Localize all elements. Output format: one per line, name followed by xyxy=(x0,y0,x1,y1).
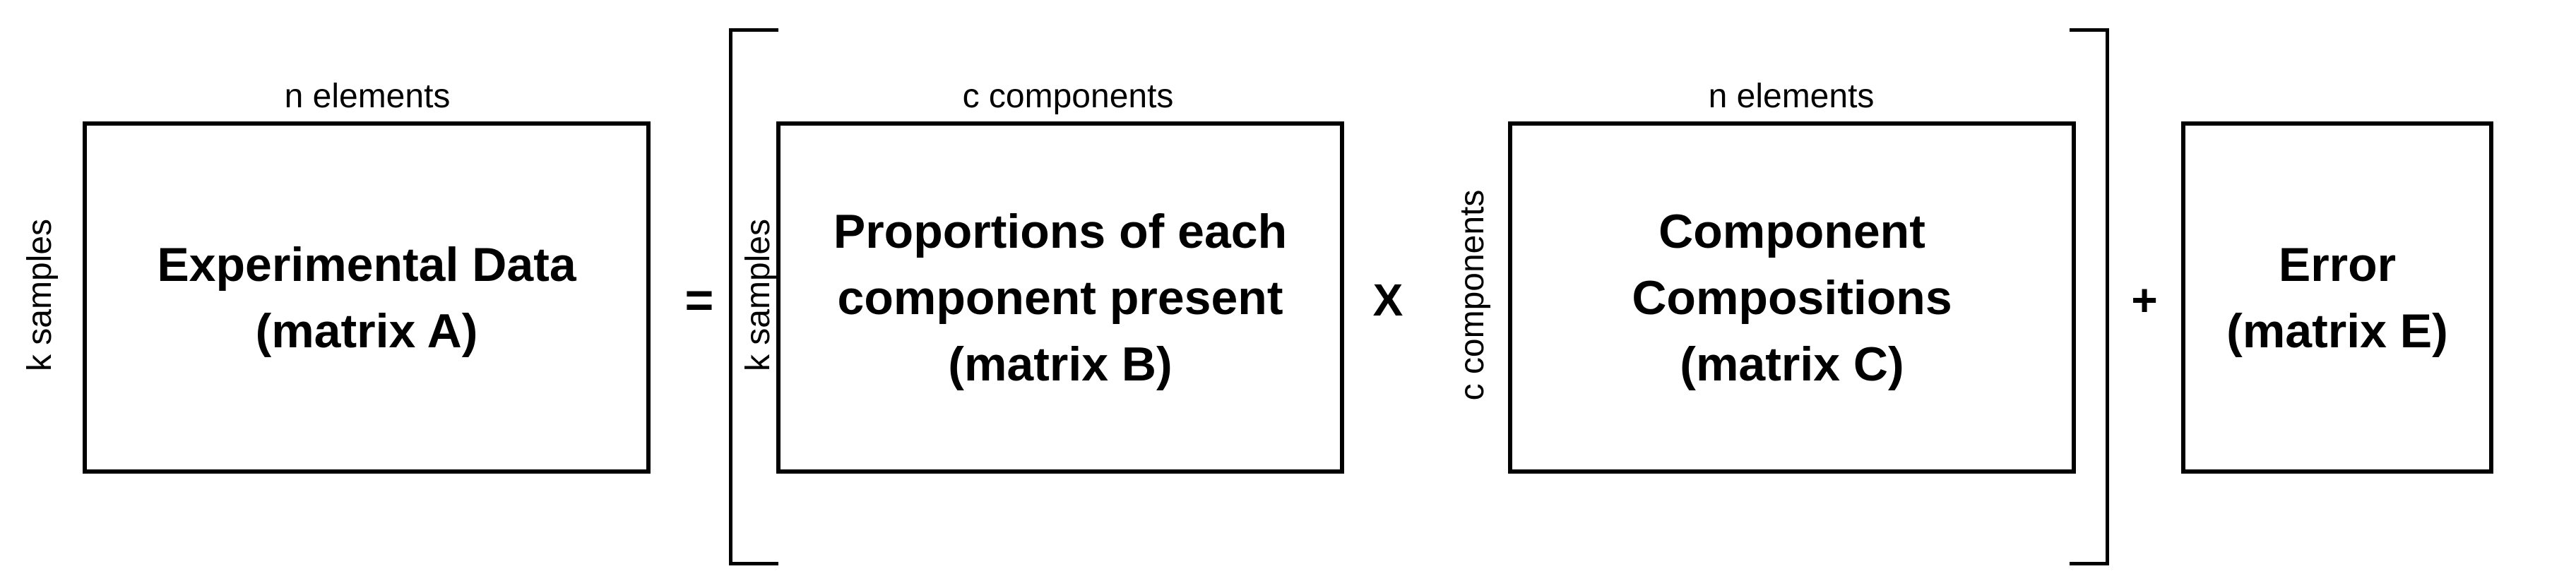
equals-operator: = xyxy=(684,272,714,328)
matrix-e-line-1: Error xyxy=(2278,237,2397,292)
matrix-b-box: Proportions of each component present (m… xyxy=(776,121,1344,474)
matrix-c-line-3: (matrix C) xyxy=(1680,337,1904,391)
matrix-a-box: Experimental Data (matrix A) xyxy=(83,121,651,474)
matrix-b-line-1: Proportions of each xyxy=(833,204,1288,258)
matrix-b-line-3: (matrix B) xyxy=(948,337,1173,391)
plus-operator: + xyxy=(2131,275,2158,325)
matrix-b-columns-label: c components xyxy=(962,78,1174,115)
matrix-a-text: Experimental Data (matrix A) xyxy=(157,232,576,364)
matrix-c-text: Component Compositions (matrix C) xyxy=(1632,198,1952,397)
multiply-operator: X xyxy=(1372,275,1403,325)
matrix-a-line-2: (matrix A) xyxy=(255,304,478,358)
matrix-a-rows-label: k samples xyxy=(21,218,59,372)
matrix-e-text: Error (matrix E) xyxy=(2226,232,2448,364)
right-bracket xyxy=(2070,28,2109,565)
matrix-e-box: Error (matrix E) xyxy=(2181,121,2493,474)
matrix-b-line-2: component present xyxy=(837,270,1283,325)
matrix-c-line-1: Component xyxy=(1658,204,1925,258)
matrix-a-columns-label: n elements xyxy=(284,78,451,115)
matrix-b-text: Proportions of each component present (m… xyxy=(833,198,1287,397)
matrix-c-rows-label: c components xyxy=(1454,189,1491,401)
left-bracket xyxy=(729,28,778,565)
matrix-c-columns-label: n elements xyxy=(1708,78,1875,115)
matrix-b-rows-label: k samples xyxy=(740,218,777,372)
matrix-c-line-2: Compositions xyxy=(1632,270,1952,325)
matrix-c-box: Component Compositions (matrix C) xyxy=(1508,121,2076,474)
matrix-a-line-1: Experimental Data xyxy=(157,237,576,292)
matrix-e-line-2: (matrix E) xyxy=(2226,304,2448,358)
